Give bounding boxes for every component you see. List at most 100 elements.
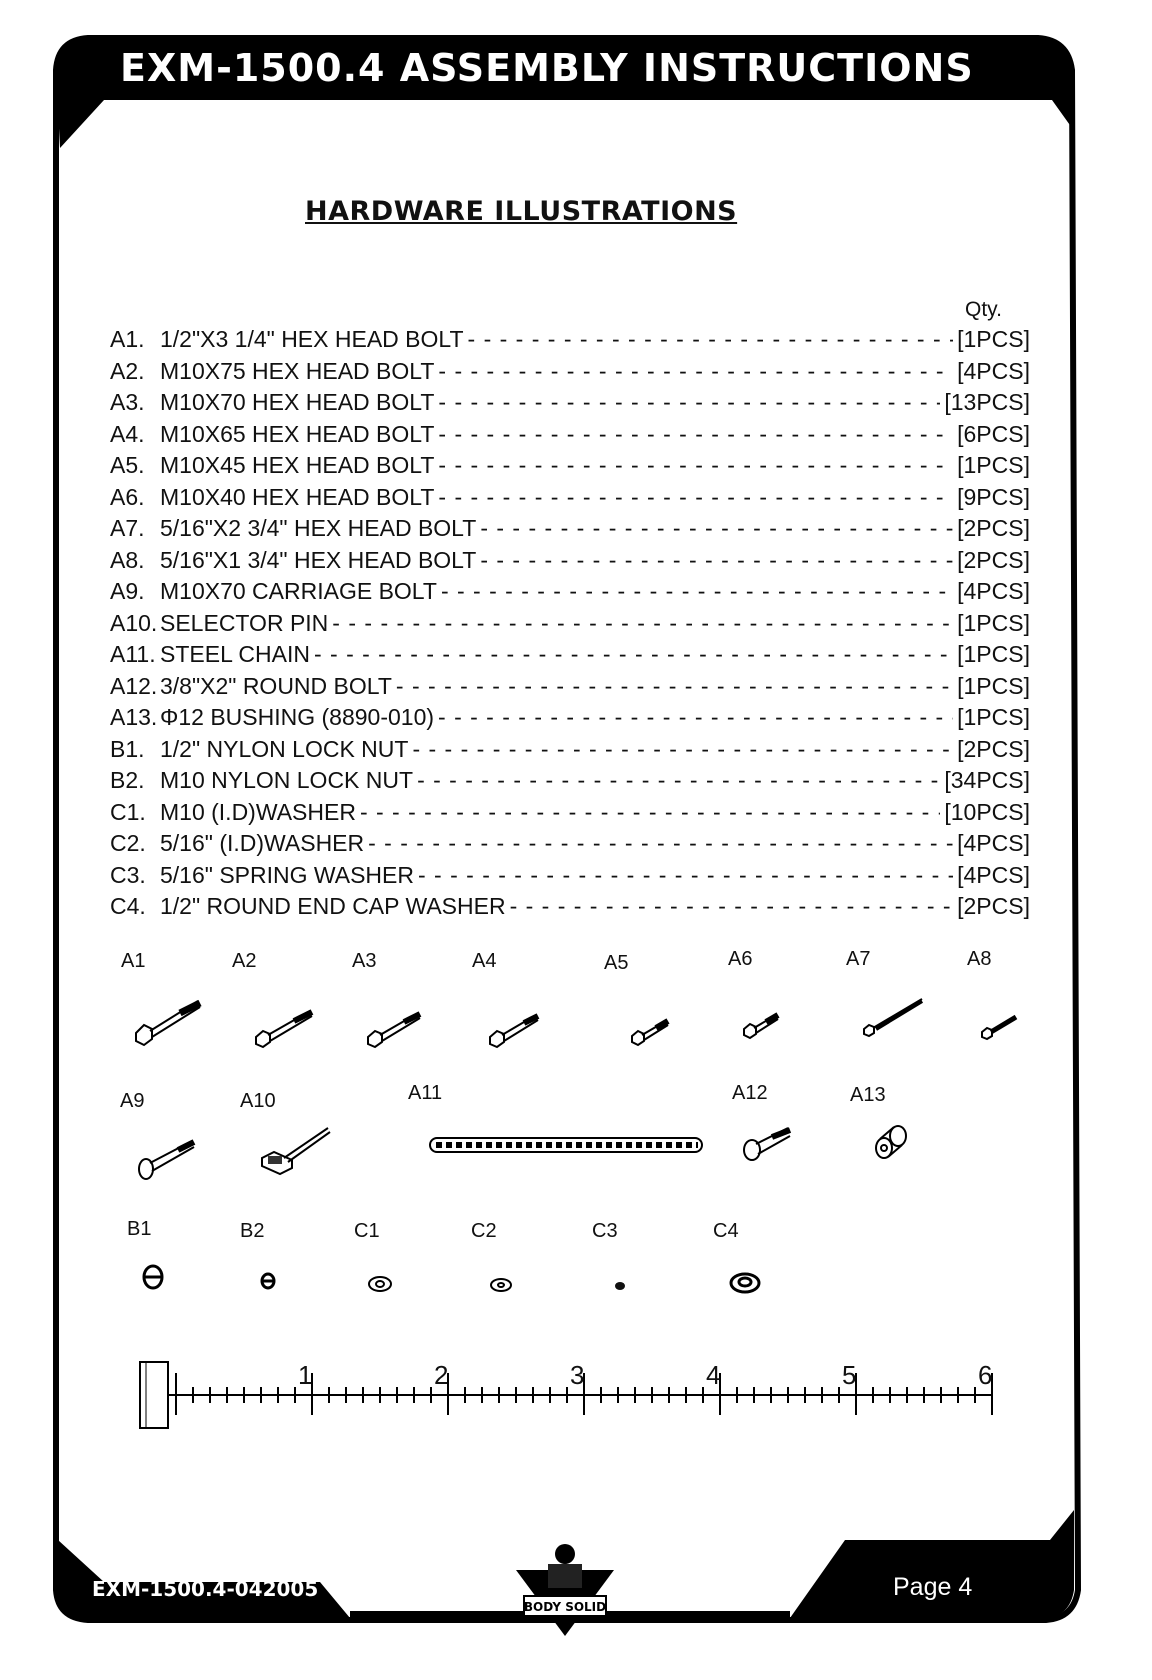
leader-dashes: - - - - - - - - - - - - - - - - - - - - … (332, 609, 953, 636)
list-item: C2.5/16" (I.D)WASHER- - - - - - - - - - … (110, 830, 1030, 862)
leader-dashes: - - - - - - - - - - - - - - - - - - - - … (480, 546, 953, 573)
part-qty: [1PCS] (957, 672, 1030, 699)
list-item: B1.1/2" NYLON LOCK NUT- - - - - - - - - … (110, 736, 1030, 768)
measurement-ruler (139, 1361, 993, 1429)
washer-c2-illustration (490, 1278, 512, 1292)
list-item: A2.M10X75 HEX HEAD BOLT- - - - - - - - -… (110, 358, 1030, 390)
label-a2: A2 (232, 950, 257, 972)
hex-bolt-a6-illustration (743, 1012, 780, 1040)
section-title: HARDWARE ILLUSTRATIONS (305, 196, 738, 227)
footer-left-band (58, 1540, 350, 1618)
part-qty: [2PCS] (957, 893, 1030, 919)
list-item: A6.M10X40 HEX HEAD BOLT- - - - - - - - -… (110, 484, 1030, 516)
part-code: A7. (110, 515, 145, 541)
part-description: 5/16" SPRING WASHER (160, 861, 414, 888)
leader-dashes: - - - - - - - - - - - - - - - - - - - - … (509, 893, 954, 919)
part-qty: [34PCS] (944, 767, 1030, 793)
leader-dashes: - - - - - - - - - - - - - - - - - - - - … (438, 483, 953, 510)
part-description: M10 NYLON LOCK NUT (160, 767, 414, 793)
leader-dashes: - - - - - - - - - - - - - - - - - - - - … (480, 515, 953, 541)
part-description: 3/8"X2" ROUND BOLT (160, 672, 392, 699)
list-item: A13.Φ12 BUSHING (8890-010)- - - - - - - … (110, 704, 1030, 736)
part-description: 1/2" NYLON LOCK NUT (160, 735, 409, 762)
leader-dashes: - - - - - - - - - - - - - - - - - - - - … (438, 389, 940, 415)
label-a8: A8 (967, 948, 992, 970)
part-code: A2. (110, 357, 145, 384)
page-title: EXM-1500.4 ASSEMBLY INSTRUCTIONS (120, 46, 974, 90)
part-code: A13. (110, 704, 158, 730)
part-qty: [4PCS] (957, 357, 1030, 384)
part-description: M10X65 HEX HEAD BOLT (160, 420, 435, 447)
list-item: A12.3/8"X2" ROUND BOLT- - - - - - - - - … (110, 673, 1030, 705)
selector-pin-a10-illustration (261, 1127, 331, 1176)
label-a12: A12 (732, 1082, 768, 1104)
part-code: A10. (110, 609, 158, 636)
label-a11: A11 (408, 1082, 443, 1104)
svg-text:BODY SOLID: BODY SOLID (524, 1600, 606, 1614)
label-b1: B1 (127, 1218, 152, 1240)
list-item: A4. M10X65 HEX HEAD BOLT- - - - - - - - -… (110, 421, 1030, 453)
part-code: C1. (110, 798, 146, 825)
leader-dashes: - - - - - - - - - - - - - - - - - - - - … (313, 641, 953, 667)
label-a4: A4 (472, 950, 497, 972)
label-b2: B2 (240, 1220, 265, 1242)
hex-bolt-a7-illustration (863, 998, 924, 1038)
hex-bolt-a8-illustration (981, 1014, 1018, 1041)
leader-dashes: - - - - - - - - - - - - - - - - - - - - … (467, 326, 954, 352)
part-qty: [1PCS] (957, 326, 1030, 352)
part-qty: [4PCS] (957, 830, 1030, 856)
part-description: 1/2"X3 1/4" HEX HEAD BOLT (160, 326, 464, 352)
bushing-a13-illustration (875, 1125, 907, 1159)
hex-bolt-a4-illustration (489, 1013, 540, 1049)
part-qty: [2PCS] (957, 735, 1030, 762)
part-qty: [9PCS] (957, 483, 1030, 510)
part-description: M10X45 HEX HEAD BOLT (160, 452, 435, 478)
document-code: EXM-1500.4-042005 (92, 1577, 319, 1601)
leader-dashes: - - - - - - - - - - - - - - - - - - - - … (359, 798, 940, 825)
leader-dashes: - - - - - - - - - - - - - - - - - - - - … (438, 452, 953, 478)
part-code: C2. (110, 830, 146, 856)
part-qty: [10PCS] (944, 798, 1030, 825)
part-description: 5/16" (I.D)WASHER (160, 830, 365, 856)
leader-dashes: - - - - - - - - - - - - - - - - - - - - … (440, 578, 953, 604)
washer-c1-illustration (368, 1276, 392, 1292)
hex-bolt-a1-illustration (135, 999, 202, 1047)
list-item: C3. 5/16" SPRING WASHER- - - - - - - - - … (110, 862, 1030, 894)
hex-bolt-a3-illustration (367, 1011, 422, 1049)
part-qty: [13PCS] (944, 389, 1030, 415)
label-c4: C4 (713, 1220, 739, 1242)
leader-dashes: - - - - - - - - - - - - - - - - - - - - … (417, 767, 940, 793)
part-code: A8. (110, 546, 145, 573)
part-code: A5. (110, 452, 145, 478)
page-number: Page 4 (893, 1573, 973, 1601)
leader-dashes: - - - - - - - - - - - - - - - - - - - - … (418, 861, 953, 888)
part-description: 1/2" ROUND END CAP WASHER (160, 893, 506, 919)
part-code: A4. (110, 420, 145, 447)
carriage-bolt-a9-illustration (138, 1139, 196, 1180)
list-item: A11.STEEL CHAIN- - - - - - - - - - - - -… (110, 641, 1030, 673)
part-code: A6. (110, 483, 145, 510)
part-qty: [4PCS] (957, 861, 1030, 888)
list-item: A7.5/16"X2 3/4" HEX HEAD BOLT- - - - - -… (110, 515, 1030, 547)
end-cap-washer-c4-illustration (729, 1272, 761, 1294)
nylon-lock-nut-b2-illustration (260, 1272, 276, 1290)
part-description: 5/16"X1 3/4" HEX HEAD BOLT (160, 546, 477, 573)
part-code: C3. (110, 861, 146, 888)
label-a10: A10 (240, 1090, 276, 1112)
label-a5: A5 (604, 952, 629, 974)
part-qty: [1PCS] (957, 704, 1030, 730)
round-bolt-a12-illustration (743, 1127, 792, 1161)
label-a7: A7 (846, 948, 871, 970)
part-description: M10X70 CARRIAGE BOLT (160, 578, 437, 604)
leader-dashes: - - - - - - - - - - - - - - - - - - - - … (438, 420, 953, 447)
ruler-label-6: 6 (978, 1360, 993, 1390)
label-a9: A9 (120, 1090, 145, 1112)
list-item: B2.M10 NYLON LOCK NUT- - - - - - - - - -… (110, 767, 1030, 799)
part-description: M10X70 HEX HEAD BOLT (160, 389, 435, 415)
hex-bolt-a2-illustration (255, 1009, 314, 1049)
label-a3: A3 (352, 950, 377, 972)
label-c3: C3 (592, 1220, 618, 1242)
part-qty: [2PCS] (957, 546, 1030, 573)
leader-dashes: - - - - - - - - - - - - - - - - - - - - … (412, 735, 953, 762)
